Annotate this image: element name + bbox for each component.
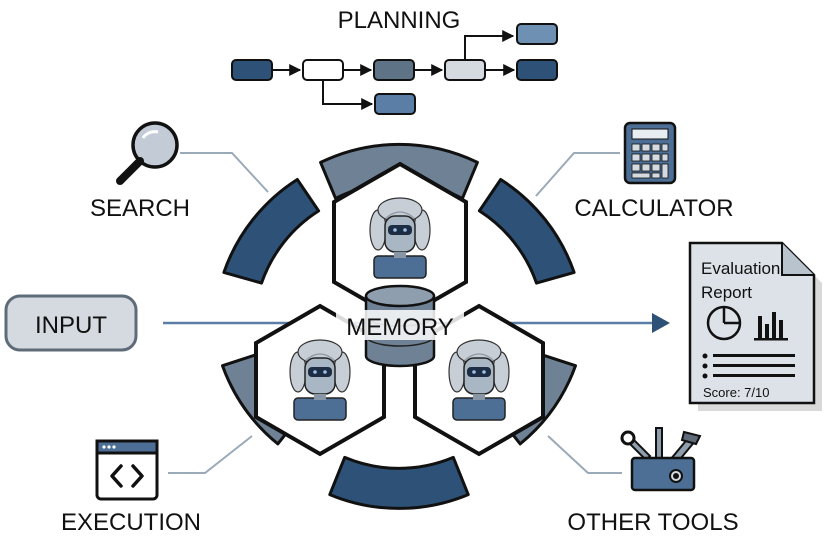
execution-label: EXECUTION xyxy=(61,509,201,536)
plan-arrow xyxy=(464,30,515,60)
report-title-line2: Report xyxy=(701,283,752,302)
robot-judge-icon xyxy=(369,197,431,279)
planning-flowchart xyxy=(231,23,558,115)
toolbox-icon xyxy=(620,427,702,492)
calculator-label: CALCULATOR xyxy=(574,195,733,222)
ring-segment-bottom xyxy=(328,455,470,510)
bar-chart-icon xyxy=(754,312,788,341)
memory-label: MEMORY xyxy=(346,314,454,341)
report-title-line1: Evaluation xyxy=(701,259,780,278)
plan-node-7 xyxy=(374,93,416,115)
connector-lines xyxy=(168,152,622,474)
plan-node-2 xyxy=(302,59,344,81)
input-label: INPUT xyxy=(35,312,107,339)
report-score: Score: 7/10 xyxy=(703,385,770,400)
plan-node-6 xyxy=(516,23,558,45)
other-tools-connector xyxy=(547,435,622,474)
code-window-icon xyxy=(95,439,159,501)
input-flow-arrowhead xyxy=(652,313,670,333)
other-tools-label: OTHER TOOLS xyxy=(567,509,738,536)
plan-arrow xyxy=(322,80,374,110)
plan-node-4 xyxy=(444,59,486,81)
search-label: SEARCH xyxy=(90,195,190,222)
ring-segment-upper-left xyxy=(222,178,321,285)
calculator-connector xyxy=(535,152,620,197)
memory-label-backdrop xyxy=(336,310,464,340)
pie-chart-icon xyxy=(706,305,742,341)
search-icon xyxy=(116,121,179,185)
calculator-icon xyxy=(623,121,677,185)
robot-judge-icon xyxy=(289,339,351,421)
plan-node-1 xyxy=(231,59,273,81)
bullet-list-icon xyxy=(702,353,795,379)
robot-judge-icon xyxy=(448,339,510,421)
ring-segment-upper-right xyxy=(477,178,576,285)
search-connector xyxy=(180,152,269,193)
execution-connector xyxy=(168,435,253,474)
planning-label: PLANNING xyxy=(338,7,461,34)
evaluation-report-document: Evaluation Report Score: 7/10 xyxy=(688,241,822,411)
input-node: INPUT xyxy=(4,294,138,352)
plan-node-3 xyxy=(373,59,415,81)
plan-node-5 xyxy=(516,59,558,81)
